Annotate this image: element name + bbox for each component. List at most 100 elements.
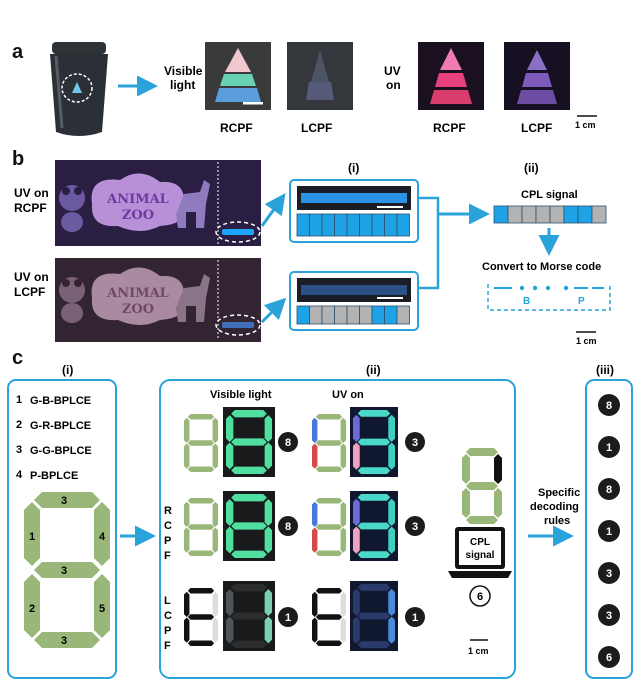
- merge-line: [418, 196, 440, 290]
- code-cell: [371, 305, 385, 325]
- laptop-icon: CPL signal: [448, 527, 512, 578]
- code-cell: [296, 213, 310, 237]
- segment: [357, 584, 391, 591]
- materials-list: 1 G-B-BPLCE 2 G-R-BPLCE 3 G-G-BPLCE 4 P-…: [16, 394, 92, 482]
- material-2-name: G-R-BPLCE: [30, 420, 91, 432]
- segment: [184, 527, 190, 553]
- segment: [184, 501, 190, 527]
- segment: [187, 550, 215, 556]
- photo-scene-rcpf: ANIMAL ZOO: [55, 160, 261, 246]
- photo-visible-rcpf: [205, 42, 271, 110]
- segment: [312, 617, 318, 643]
- segment: [315, 466, 343, 472]
- segment: [340, 417, 346, 443]
- convert-label: Convert to Morse code: [482, 261, 601, 273]
- laptop-value: 6: [477, 591, 483, 603]
- seven-segment-digit: [312, 414, 346, 472]
- segment: [187, 466, 215, 472]
- segment: [357, 641, 391, 648]
- cup-illustration: [50, 42, 108, 136]
- segment: [388, 414, 395, 442]
- photo-uv-rcpf: [418, 42, 484, 110]
- segment: [187, 498, 215, 504]
- segment-number-bottom-right: 5: [99, 603, 105, 615]
- code-cell: [346, 213, 360, 237]
- materials-box: [7, 379, 117, 679]
- row-badges: 8 3 8 3 1 1: [278, 432, 425, 627]
- code-cell: [577, 205, 593, 224]
- segment: [315, 614, 343, 620]
- sign-text-3: ANIMAL: [106, 286, 169, 301]
- lcpf-letter-l: L: [164, 595, 171, 607]
- segment: [231, 410, 267, 418]
- seven-segment-digit: [312, 498, 346, 556]
- rcpf-letter-p: P: [164, 535, 171, 547]
- lcpf-letter-c: C: [164, 610, 172, 622]
- sequence-badge: [598, 436, 620, 458]
- uv-on-label-1: UV: [384, 64, 401, 78]
- decoding-label-2: decoding: [530, 501, 579, 513]
- code-cell: [359, 305, 373, 325]
- segment: [312, 417, 318, 443]
- arrow-zoom-rcpf: [260, 193, 286, 227]
- code-cell: [321, 213, 335, 237]
- segment: [212, 501, 218, 527]
- code-cell: [507, 205, 523, 224]
- row-label-lcpf-2: LCPF: [14, 285, 45, 299]
- uv-on-header: UV on: [332, 389, 364, 401]
- visible-light-label-1: Visible: [164, 64, 203, 78]
- row-label-rcpf-2: RCPF: [14, 201, 47, 215]
- morse-code-box: B P: [487, 284, 611, 311]
- segment: [212, 617, 218, 643]
- segment: [231, 584, 267, 592]
- code-cell: [371, 213, 385, 237]
- segment: [312, 527, 318, 553]
- material-3-number: 3: [16, 444, 22, 456]
- code-cell: [346, 305, 360, 325]
- segment: [264, 526, 272, 554]
- segment: [231, 494, 267, 502]
- photo-scene-lcpf: ANIMAL ZOO: [55, 258, 261, 342]
- segment: [388, 498, 395, 526]
- morse-letter-p: P: [578, 296, 585, 307]
- segment: [187, 524, 215, 530]
- code-cell: [359, 213, 373, 237]
- decoding-label-1: Specific: [538, 487, 580, 499]
- segment: [312, 501, 318, 527]
- segment: [357, 438, 391, 446]
- sub-label-c-i: (i): [62, 363, 73, 377]
- badge-uv-row3: 1: [412, 612, 418, 624]
- segment: [187, 414, 215, 420]
- sign-cloud-lcpf: [91, 267, 185, 325]
- segment: [353, 414, 360, 442]
- segment: [315, 588, 343, 594]
- segment: [353, 588, 360, 616]
- segment: [353, 498, 360, 526]
- lcpf-letter-f: F: [164, 640, 171, 652]
- scale-bar-small: [243, 102, 263, 105]
- segment: [357, 494, 391, 501]
- code-row-signal: [493, 205, 607, 224]
- segment: [340, 527, 346, 553]
- visible-light-header: Visible light: [210, 389, 272, 401]
- code-cell: [591, 205, 607, 224]
- seven-segment-digit: [223, 407, 275, 477]
- segment: [184, 617, 190, 643]
- segment: [315, 498, 343, 504]
- segment: [315, 640, 343, 646]
- segment: [187, 614, 215, 620]
- laptop-text-1: CPL: [470, 537, 490, 548]
- segment: [315, 524, 343, 530]
- seven-segment-digit: [350, 581, 398, 651]
- sequence-value: 6: [606, 652, 612, 664]
- code-cell: [309, 213, 323, 237]
- rcpf-letter-f: F: [164, 550, 171, 562]
- segment: [357, 467, 391, 474]
- segment: [264, 616, 272, 644]
- badge-uv-row2: 3: [412, 521, 418, 533]
- sequence-value: 1: [606, 526, 612, 538]
- segment: [264, 415, 272, 442]
- segment: [353, 616, 360, 644]
- seven-segment-digit: [184, 414, 218, 472]
